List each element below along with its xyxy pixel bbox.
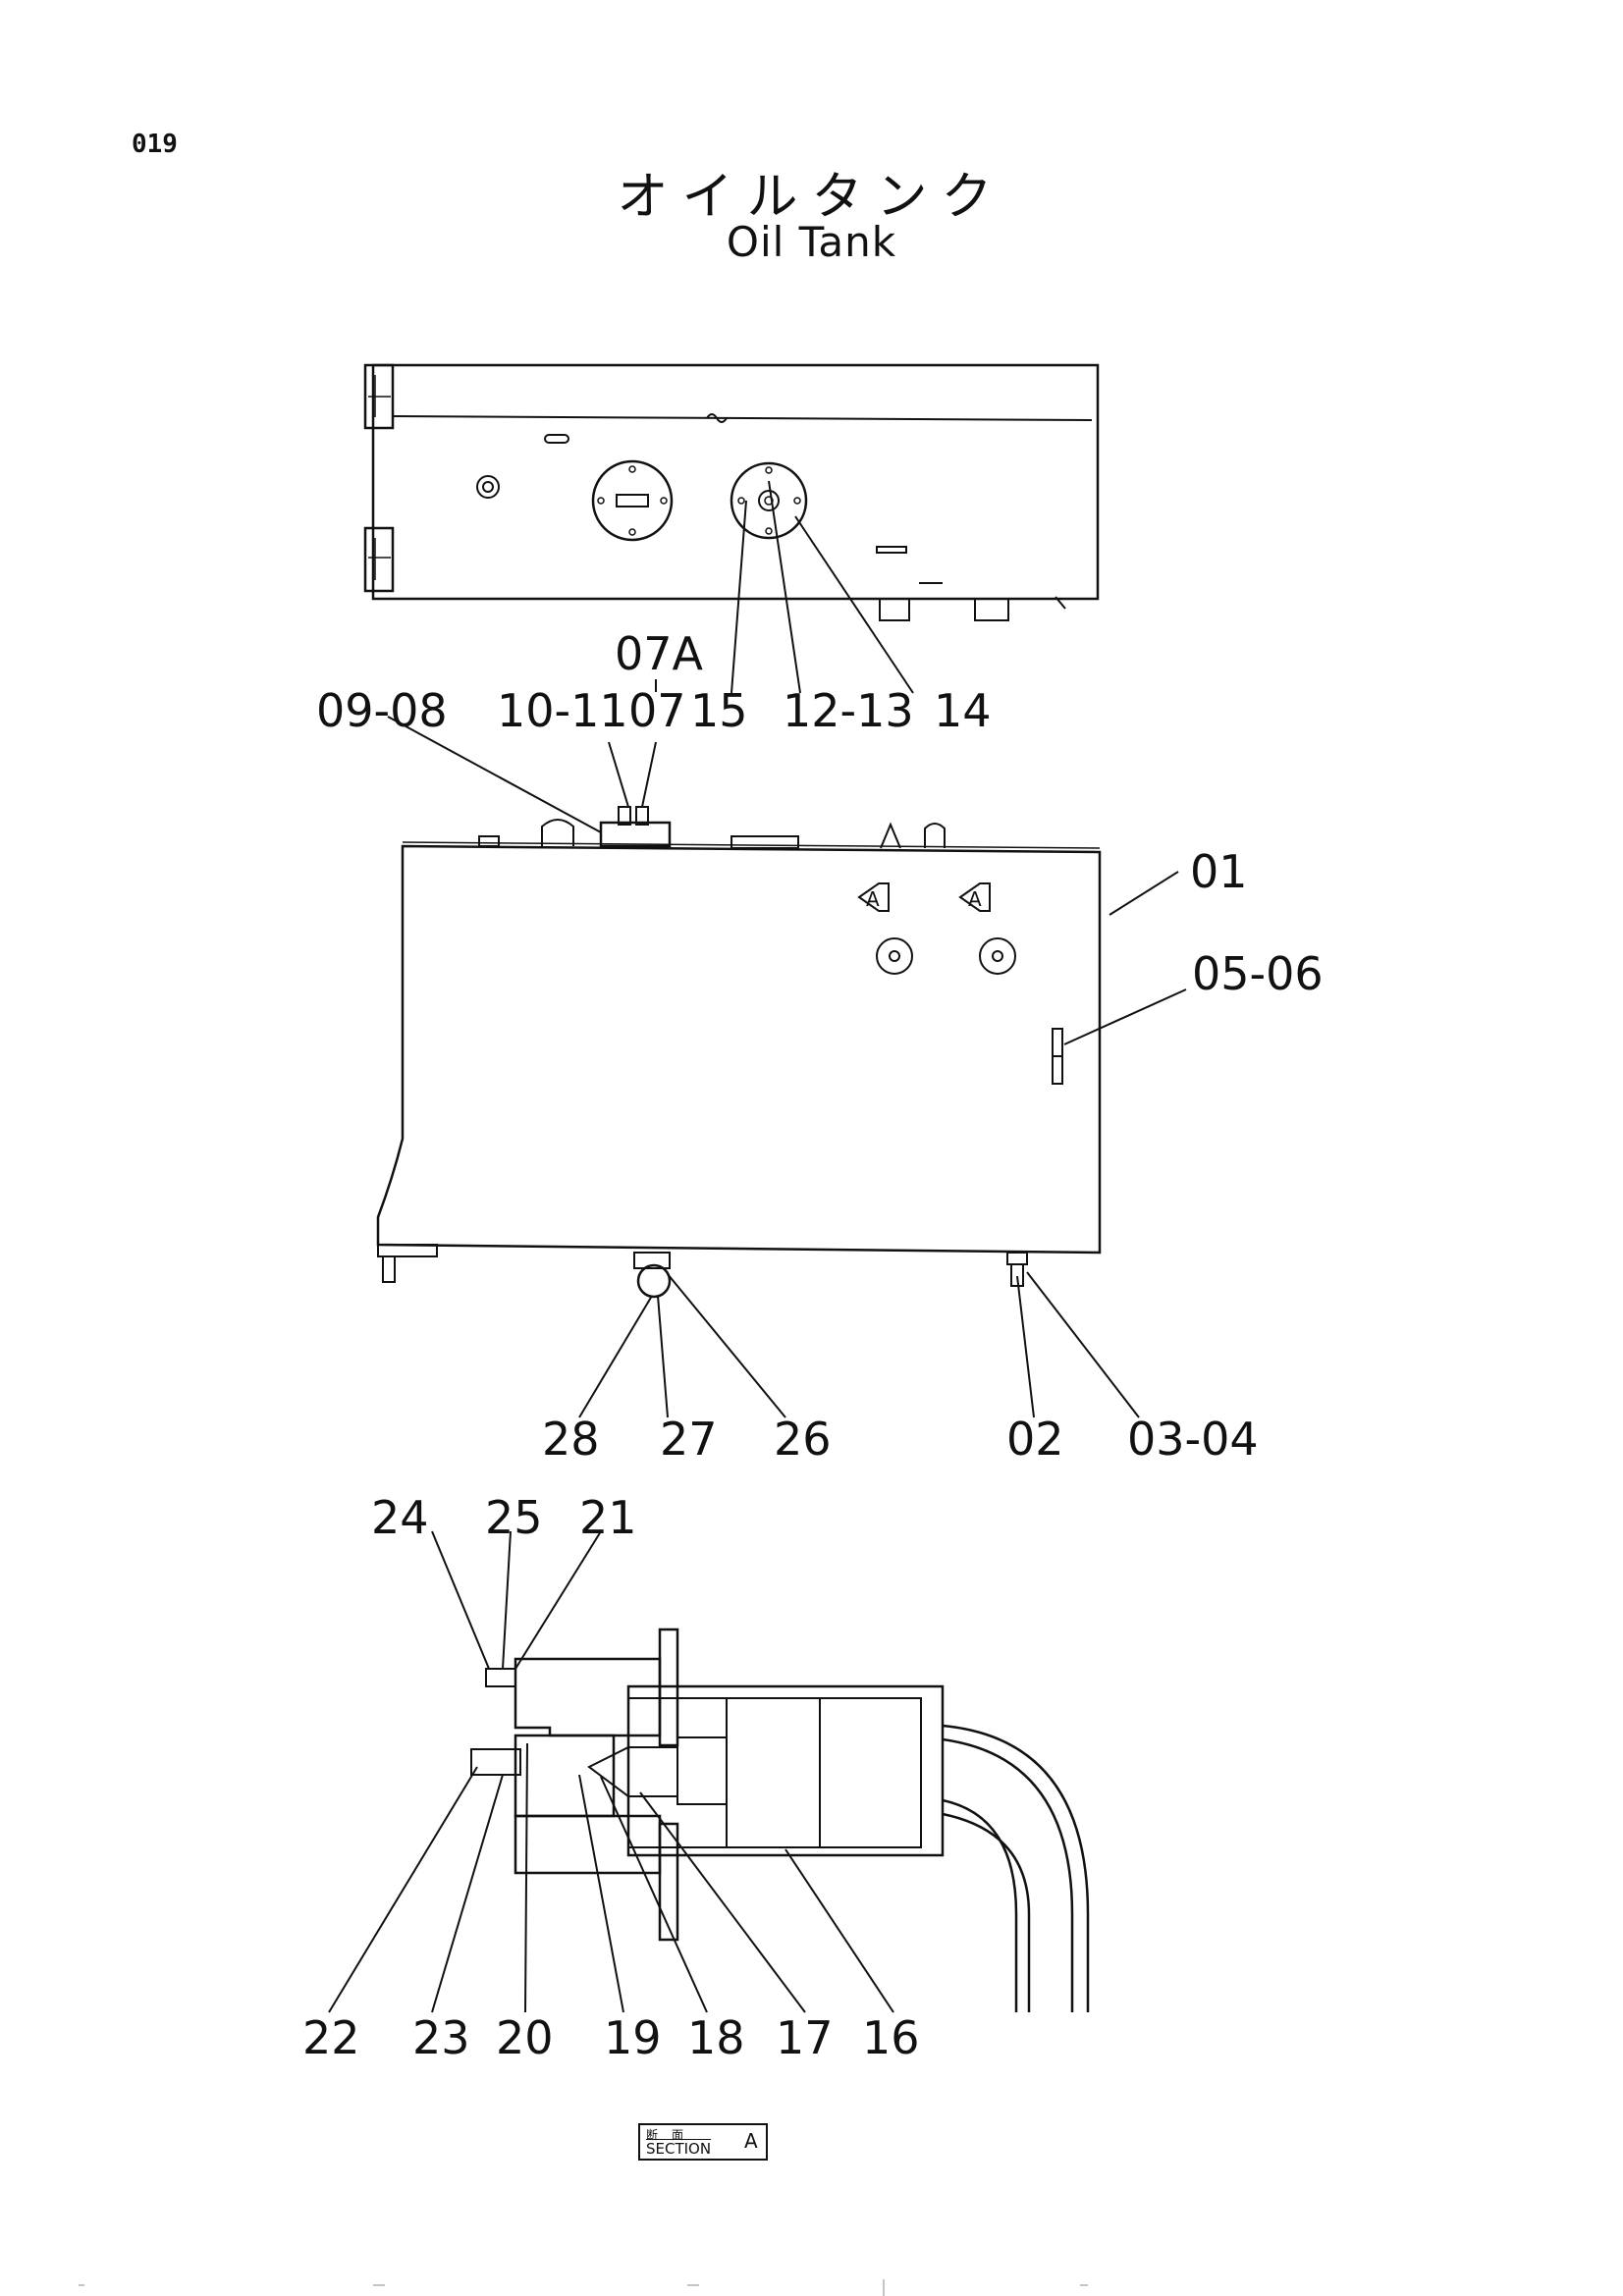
callout-labels: 07A 09-08 10-11 07 15 12-13 14 01 05-06 … <box>302 627 1324 2064</box>
callout-19: 19 <box>604 2011 662 2064</box>
callout-26: 26 <box>774 1413 832 1466</box>
section-a-tag: 断面 SECTION A <box>638 2123 768 2161</box>
callout-17: 17 <box>776 2011 834 2064</box>
callout-24: 24 <box>371 1491 429 1544</box>
callout-21: 21 <box>579 1491 637 1544</box>
tank-front-view: A A <box>376 806 1102 1299</box>
callout-27: 27 <box>660 1413 718 1466</box>
scan-artifacts <box>79 2279 1088 2296</box>
callout-09-08: 09-08 <box>316 684 448 737</box>
callout-25: 25 <box>485 1491 543 1544</box>
callout-07a: 07A <box>615 627 704 680</box>
leader-lines <box>328 480 1187 2013</box>
callout-20: 20 <box>496 2011 554 2064</box>
callout-16: 16 <box>862 2011 920 2064</box>
page-number: 019 <box>132 130 178 159</box>
section-tag-kanji: 断面 <box>646 2128 698 2142</box>
section-a-view <box>470 1628 1090 2012</box>
callout-18: 18 <box>687 2011 745 2064</box>
callout-28: 28 <box>542 1413 600 1466</box>
section-tag-letter: A <box>744 2129 758 2153</box>
callout-07: 07 <box>628 684 686 737</box>
section-marker-a-1: A <box>866 887 880 911</box>
section-marker-a-2: A <box>968 887 982 911</box>
callout-12-13: 12-13 <box>783 684 914 737</box>
callout-01: 01 <box>1190 845 1248 898</box>
callout-14: 14 <box>934 684 992 737</box>
callout-10-11: 10-11 <box>497 684 628 737</box>
callout-03-04: 03-04 <box>1127 1413 1259 1466</box>
title-japanese: オイルタンク <box>617 168 1006 227</box>
section-tag-text: SECTION <box>646 2140 712 2158</box>
callout-15: 15 <box>690 684 748 737</box>
tank-top-view <box>363 363 1100 621</box>
callout-23: 23 <box>412 2011 470 2064</box>
callout-02: 02 <box>1006 1413 1064 1466</box>
callout-22: 22 <box>302 2011 360 2064</box>
callout-05-06: 05-06 <box>1192 947 1324 1000</box>
title-english: Oil Tank <box>726 218 897 266</box>
